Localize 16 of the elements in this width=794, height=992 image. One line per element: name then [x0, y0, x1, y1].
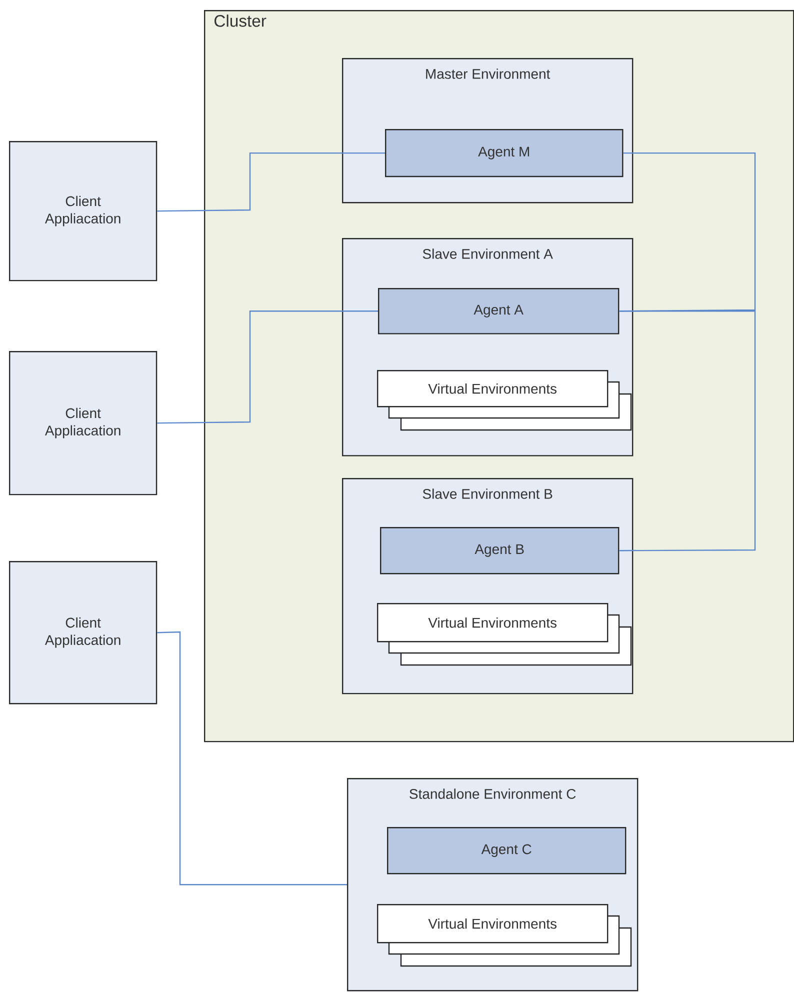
connector-line — [157, 631, 347, 886]
agent-box: Agent M — [385, 129, 624, 178]
stacked-boxes: Virtual Environments — [377, 370, 632, 431]
client-box: Client Appliacation — [9, 351, 158, 496]
stacked-boxes: Virtual Environments — [377, 603, 632, 666]
connector-line — [157, 310, 378, 424]
node-label: Virtual Environments — [428, 383, 557, 394]
stacked-boxes: Virtual Environments — [377, 904, 632, 967]
agent-box: Agent B — [380, 527, 620, 574]
node-label: Virtual Environments — [428, 617, 557, 628]
client-box: Client Appliacation — [9, 561, 158, 704]
agent-box: Agent C — [387, 827, 626, 874]
connector-line — [157, 152, 385, 212]
client-box: Client Appliacation — [9, 141, 158, 282]
agent-box: Agent A — [378, 288, 620, 334]
connector-line — [619, 310, 756, 552]
